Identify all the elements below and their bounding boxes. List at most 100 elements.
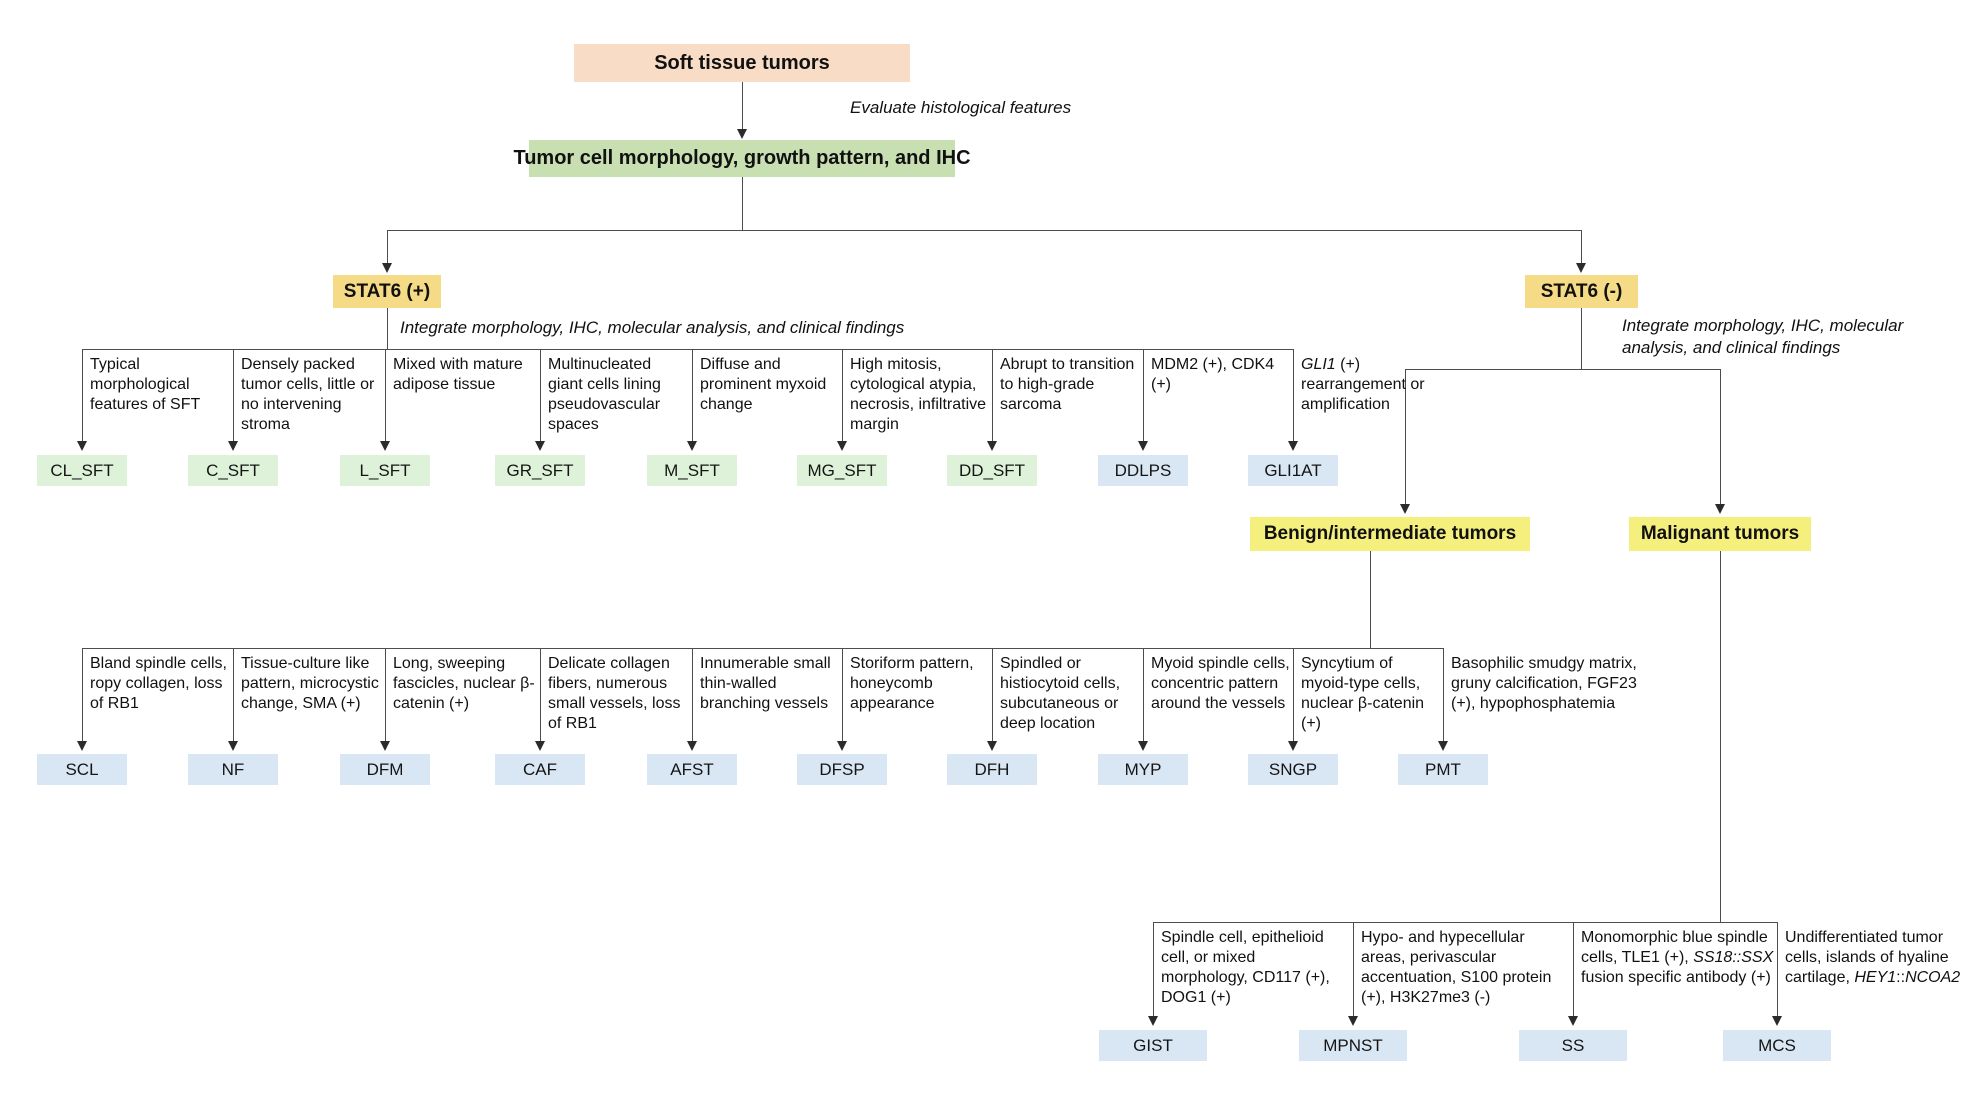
node-malignant-tumors: Malignant tumors (1629, 517, 1811, 551)
result-box-PMT: PMT (1398, 754, 1488, 785)
column-description-CL_SFT: Typical morphological features of SFT (90, 356, 201, 413)
arrowhead-malignant (1715, 504, 1725, 514)
arrowhead-DFH (987, 741, 997, 751)
result-box-MCS: MCS (1723, 1030, 1831, 1061)
node-benign-intermediate-tumors: Benign/intermediate tumors (1250, 517, 1530, 551)
column-line-SCL (82, 648, 83, 741)
arrowhead-NF (228, 741, 238, 751)
column-line-MG_SFT (842, 349, 843, 441)
column-line-MYP (1143, 648, 1144, 741)
arrowhead-GR_SFT (535, 441, 545, 451)
arrowhead-GLI1AT (1288, 441, 1298, 451)
column-line-C_SFT (233, 349, 234, 441)
result-box-SCL: SCL (37, 754, 127, 785)
connector-split-stat6-pos (387, 230, 388, 263)
connector-to-malignant (1720, 369, 1721, 504)
result-box-MPNST: MPNST (1299, 1030, 1407, 1061)
column-line-PMT (1443, 648, 1444, 741)
split-horizontal-line (387, 230, 1582, 231)
result-box-M_SFT: M_SFT (647, 455, 737, 486)
column-line-DFSP (842, 648, 843, 741)
bracket-line-stat6_pos (82, 349, 1294, 350)
column-description-DFM: Long, sweeping fascicles, nuclear β-cate… (393, 655, 535, 712)
result-box-GIST: GIST (1099, 1030, 1207, 1061)
column-line-AFST (692, 648, 693, 741)
column-description-NF: Tissue-culture like pattern, microcystic… (241, 655, 379, 712)
result-box-SS: SS (1519, 1030, 1627, 1061)
description-text: (+) rearrangement or amplification (1301, 356, 1425, 413)
arrowhead-stat6-neg (1576, 263, 1586, 273)
column-description-L_SFT: Mixed with mature adipose tissue (393, 356, 523, 393)
node-stat6-positive: STAT6 (+) (333, 275, 441, 308)
label-integrate-stat6-neg-line1: Integrate morphology, IHC, molecular (1622, 316, 1904, 335)
connector-stat6-pos-bracket (387, 308, 388, 349)
node-tumor-cell-morphology: Tumor cell morphology, growth pattern, a… (513, 140, 971, 177)
column-line-M_SFT (692, 349, 693, 441)
result-box-C_SFT: C_SFT (188, 455, 278, 486)
node-soft-tissue-tumors: Soft tissue tumors (574, 44, 910, 82)
connector-benign-bracket (1370, 551, 1371, 648)
result-box-MG_SFT: MG_SFT (797, 455, 887, 486)
result-box-DDLPS: DDLPS (1098, 455, 1188, 486)
bracket-line-malignant (1153, 922, 1778, 923)
arrowhead-C_SFT (228, 441, 238, 451)
column-line-MPNST (1353, 922, 1354, 1016)
arrowhead-DFM (380, 741, 390, 751)
column-description-C_SFT: Densely packed tumor cells, little or no… (241, 356, 375, 433)
connector-morphology-split (742, 177, 743, 230)
result-box-L_SFT: L_SFT (340, 455, 430, 486)
column-description-DFSP: Storiform pattern, honeycomb appearance (850, 655, 974, 712)
result-box-MYP: MYP (1098, 754, 1188, 785)
arrowhead-SNGP (1288, 741, 1298, 751)
description-text: Undifferentiated tumor cells, islands of… (1785, 929, 1949, 986)
result-box-CAF: CAF (495, 754, 585, 785)
column-description-DD_SFT: Abrupt to transition to high-grade sarco… (1000, 356, 1135, 413)
column-line-GR_SFT (540, 349, 541, 441)
benign-malignant-horizontal-line (1405, 369, 1721, 370)
result-box-GLI1AT: GLI1AT (1248, 455, 1338, 486)
arrowhead-SCL (77, 741, 87, 751)
column-description-GLI1AT: GLI1 (+) rearrangement or amplification (1301, 355, 1453, 415)
result-box-CL_SFT: CL_SFT (37, 455, 127, 486)
connector-root-morphology (742, 82, 743, 129)
arrowhead-GIST (1148, 1016, 1158, 1026)
column-description-CAF: Delicate collagen fibers, numerous small… (548, 655, 681, 732)
connector-to-benign (1405, 369, 1406, 504)
arrowhead-PMT (1438, 741, 1448, 751)
result-box-DFH: DFH (947, 754, 1037, 785)
column-description-GR_SFT: Multinucleated giant cells lining pseudo… (548, 356, 661, 433)
description-text: :: (1896, 969, 1906, 986)
column-line-L_SFT (385, 349, 386, 441)
column-line-CAF (540, 648, 541, 741)
column-line-DD_SFT (992, 349, 993, 441)
column-description-M_SFT: Diffuse and prominent myxoid change (700, 356, 827, 413)
result-box-DFM: DFM (340, 754, 430, 785)
label-integrate-stat6-pos: Integrate morphology, IHC, molecular ana… (400, 318, 905, 337)
column-description-AFST: Innumerable small thin-walled branching … (700, 655, 831, 712)
arrowhead-MYP (1138, 741, 1148, 751)
column-line-CL_SFT (82, 349, 83, 441)
gene-name-italic: NCOA2 (1905, 969, 1961, 986)
arrowhead-CAF (535, 741, 545, 751)
result-box-DD_SFT: DD_SFT (947, 455, 1037, 486)
arrowhead-DD_SFT (987, 441, 997, 451)
column-description-MPNST: Hypo- and hypecellular areas, perivascul… (1361, 929, 1552, 1006)
result-box-GR_SFT: GR_SFT (495, 455, 585, 486)
column-line-GLI1AT (1293, 349, 1294, 441)
connector-split-stat6-neg (1581, 230, 1582, 263)
arrowhead-M_SFT (687, 441, 697, 451)
arrowhead-benign (1400, 504, 1410, 514)
column-description-PMT: Basophilic smudgy matrix, gruny calcific… (1451, 655, 1637, 712)
gene-name-italic: GLI1 (1301, 356, 1336, 373)
column-description-DDLPS: MDM2 (+), CDK4 (+) (1151, 356, 1275, 393)
column-line-SS (1573, 922, 1574, 1016)
column-line-GIST (1153, 922, 1154, 1016)
description-text: fusion specific antibody (+) (1581, 969, 1771, 986)
arrowhead-morphology (737, 129, 747, 139)
arrowhead-MPNST (1348, 1016, 1358, 1026)
column-description-SCL: Bland spindle cells, ropy collagen, loss… (90, 655, 227, 712)
column-description-DFH: Spindled or histiocytoid cells, subcutan… (1000, 655, 1121, 732)
arrowhead-CL_SFT (77, 441, 87, 451)
arrowhead-L_SFT (380, 441, 390, 451)
